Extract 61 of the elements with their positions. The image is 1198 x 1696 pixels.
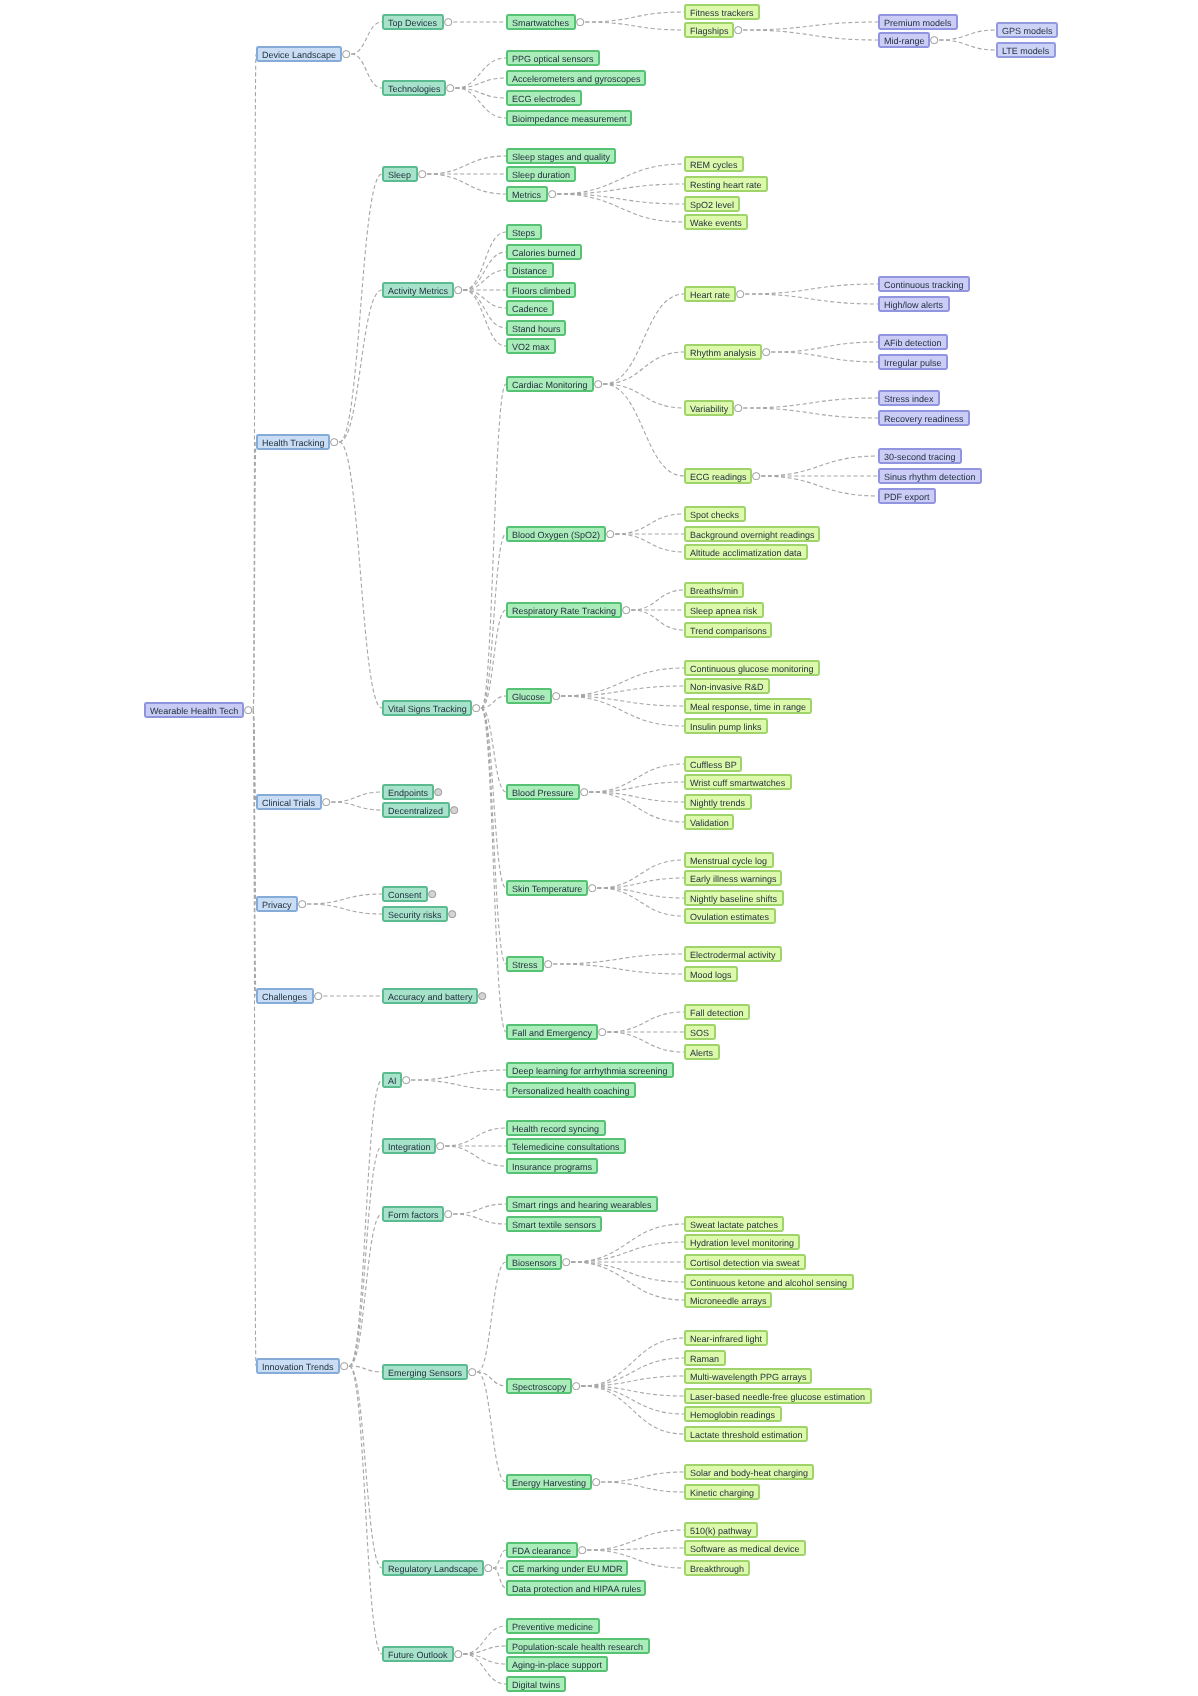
connector-line xyxy=(480,707,507,793)
connector-line xyxy=(480,383,507,709)
connector-line xyxy=(476,1371,507,1387)
connector-line xyxy=(492,1567,507,1569)
connector-line xyxy=(454,87,507,99)
connector-line xyxy=(462,1653,507,1665)
connector-line xyxy=(454,87,507,119)
connector-line xyxy=(480,533,507,709)
connector-line xyxy=(452,1213,507,1225)
connector-line xyxy=(348,1365,383,1655)
connector-line xyxy=(350,21,383,55)
connector-line xyxy=(348,1365,383,1373)
connector-line xyxy=(602,383,685,409)
connector-line xyxy=(330,801,383,811)
connector-line xyxy=(462,289,507,309)
connector-line xyxy=(742,29,879,41)
connector-line xyxy=(462,289,507,347)
connector-line xyxy=(338,173,383,443)
connector-line xyxy=(480,609,507,709)
connector-line xyxy=(444,1145,507,1147)
connector-line xyxy=(306,903,383,915)
connector-line xyxy=(614,533,685,553)
connector-line xyxy=(938,39,997,51)
connector-line xyxy=(338,289,383,443)
connector-line xyxy=(770,351,879,363)
connector-line xyxy=(480,695,507,709)
connector-line xyxy=(556,193,685,223)
connector-line xyxy=(348,1145,383,1367)
connector-line xyxy=(744,293,879,305)
connector-line xyxy=(614,533,685,535)
connector-line xyxy=(476,1261,507,1373)
connector-line xyxy=(410,1079,507,1091)
connector-line xyxy=(350,53,383,89)
connector-line xyxy=(552,963,685,975)
connector-line xyxy=(560,695,685,727)
connector-line xyxy=(338,441,383,709)
connector-line xyxy=(600,1481,685,1493)
connector-line xyxy=(426,173,507,195)
connector-line xyxy=(630,609,685,631)
connector-line xyxy=(606,1031,685,1053)
connector-line xyxy=(580,1385,685,1435)
connector-line xyxy=(760,475,879,497)
connector-line xyxy=(452,21,507,23)
connector-line xyxy=(480,707,507,1033)
connector-line xyxy=(322,995,383,997)
connector-line xyxy=(476,1371,507,1483)
connector-line xyxy=(480,707,507,889)
connector-line xyxy=(348,1213,383,1367)
connector-line xyxy=(492,1567,507,1589)
connector-line xyxy=(462,289,507,291)
connector-line xyxy=(462,1653,507,1685)
connector-line xyxy=(492,1549,507,1569)
connector-line xyxy=(596,887,685,917)
connector-line xyxy=(584,21,685,31)
connector-line xyxy=(586,1549,685,1569)
connector-line xyxy=(348,1079,383,1367)
connector-line xyxy=(570,1261,685,1301)
connector-line xyxy=(602,383,685,477)
connector-line xyxy=(742,407,879,419)
connector-line xyxy=(444,1145,507,1167)
connector-line xyxy=(588,791,685,823)
